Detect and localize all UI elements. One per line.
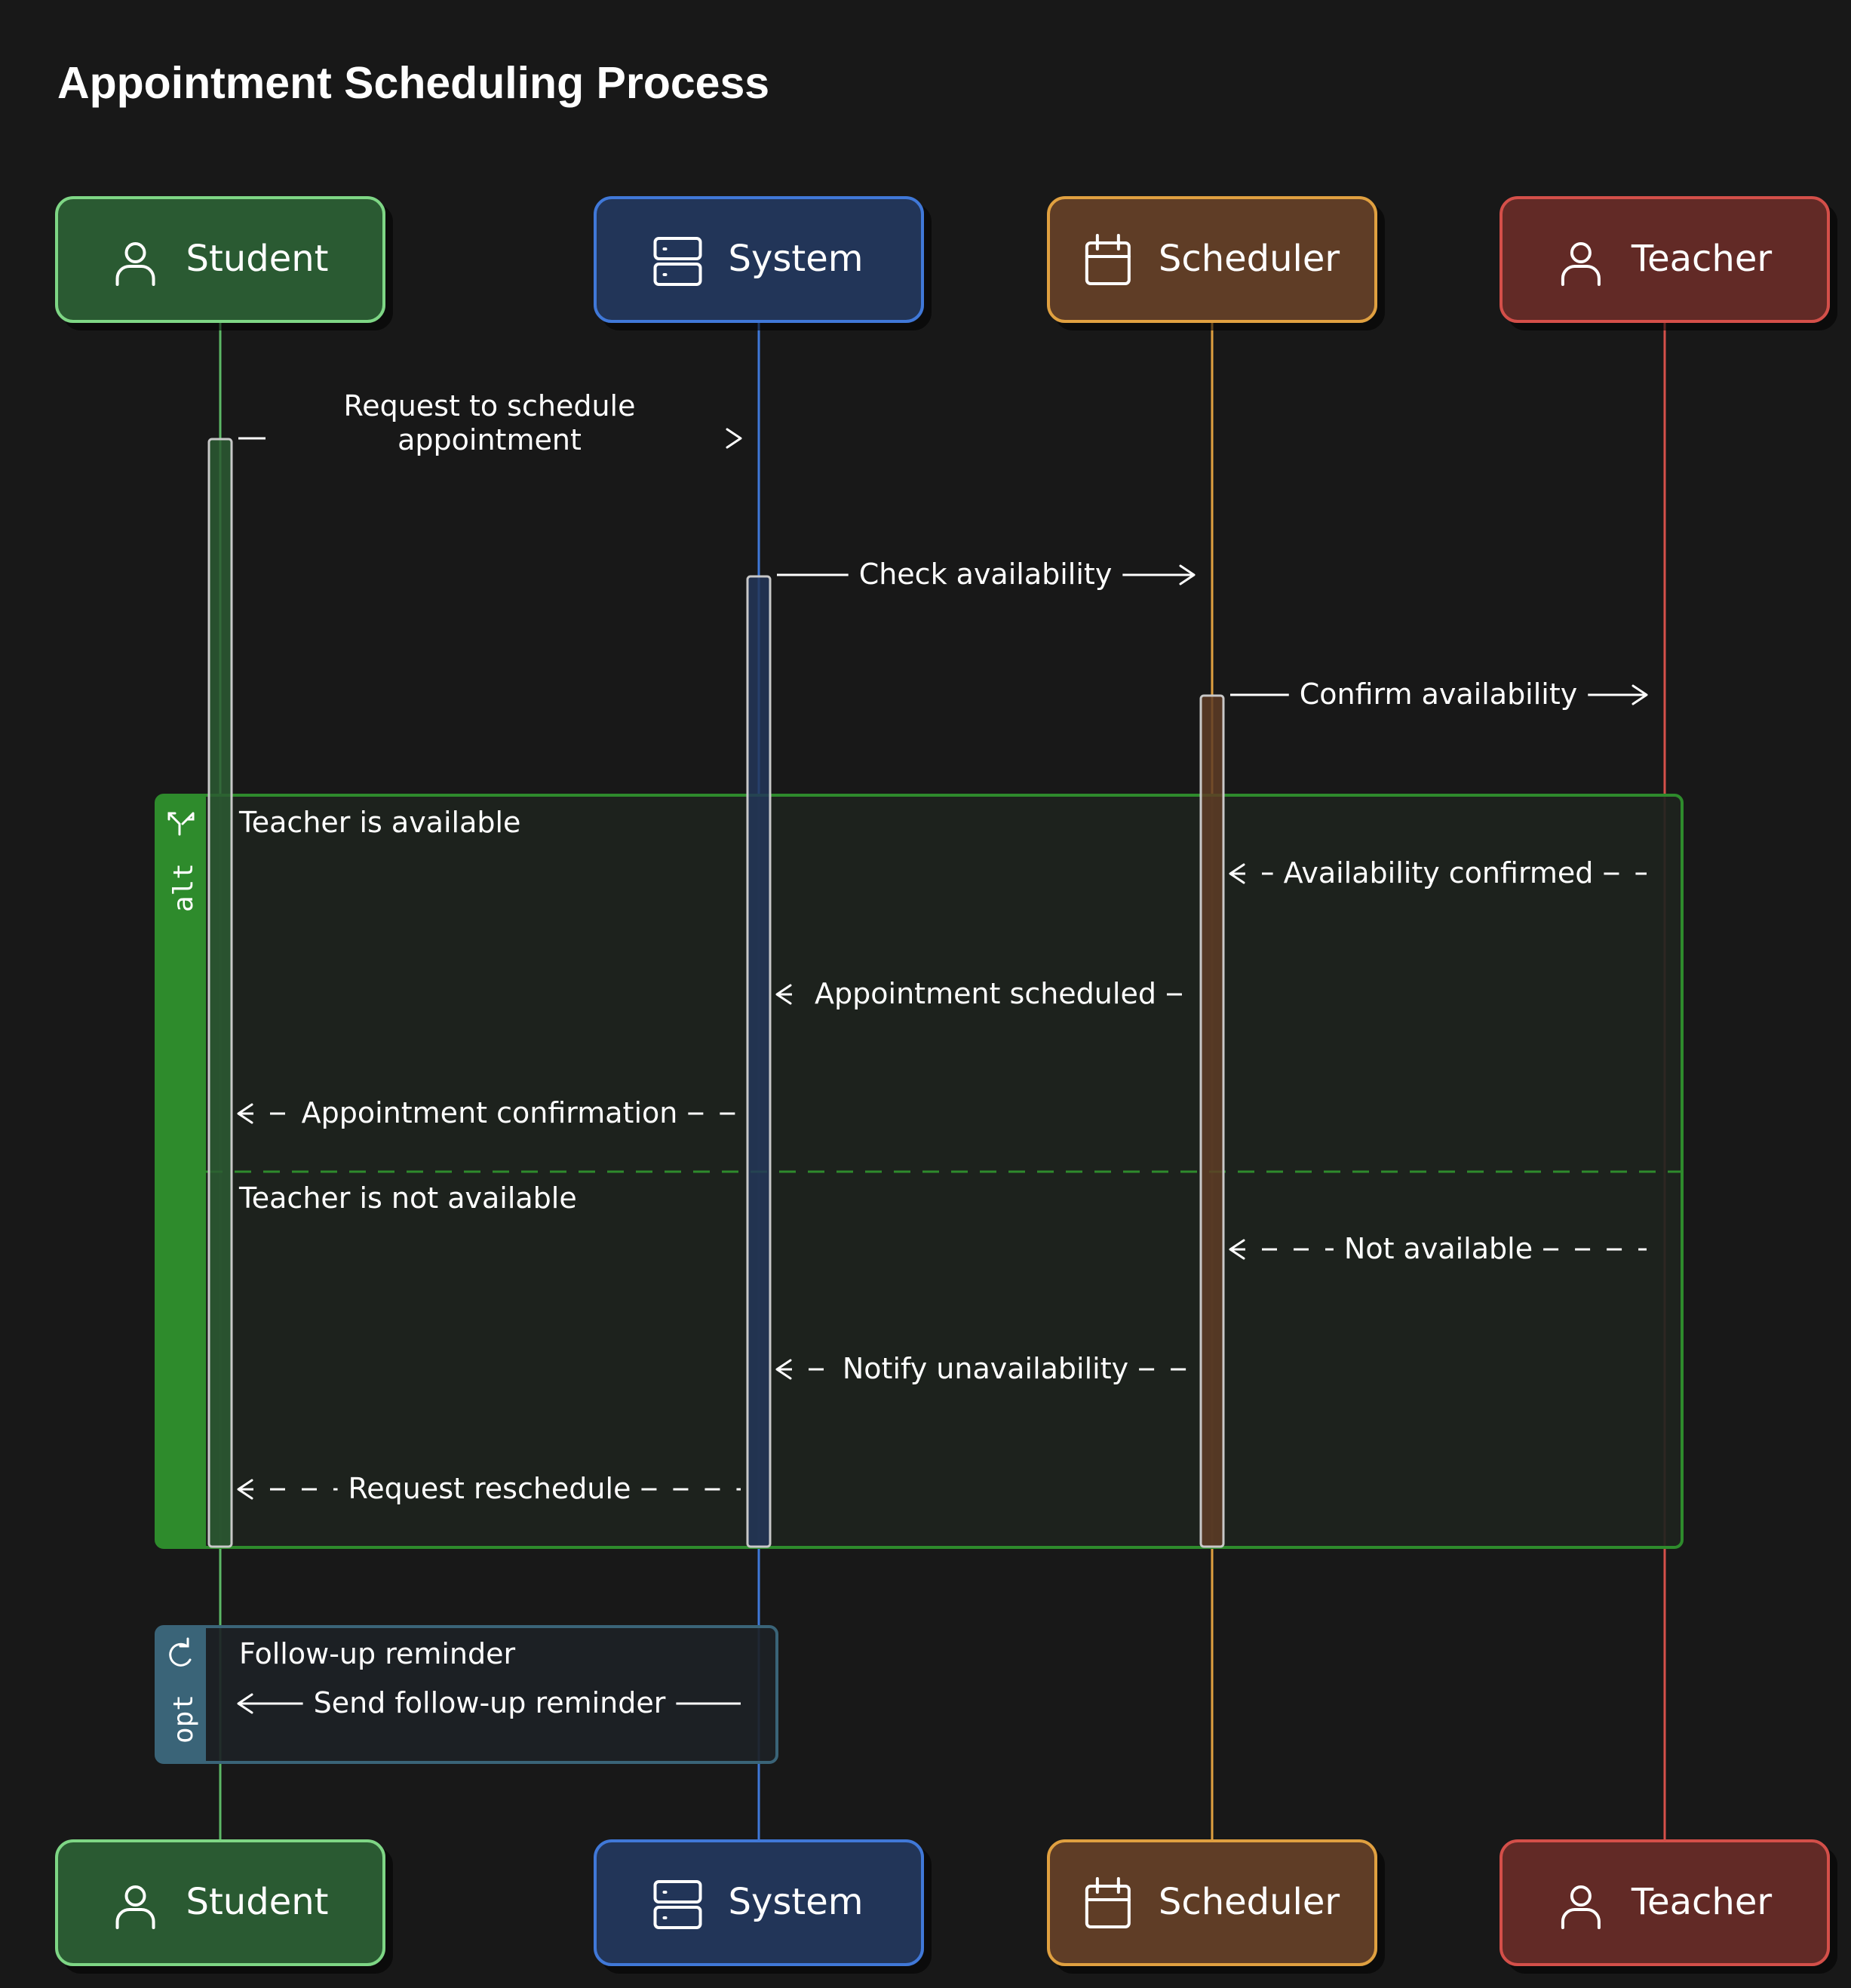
message-arrowhead <box>775 984 792 1005</box>
server-icon <box>653 1880 702 1929</box>
message-2: Confirm availability <box>1230 678 1648 711</box>
frame-opt: opt Follow-up reminder <box>155 1625 778 1764</box>
frame-alt-section-1-label: Teacher is not available <box>238 1181 577 1215</box>
participants-bottom: Student System Scheduler Teacher <box>55 1839 1830 1966</box>
participant-box <box>594 1839 924 1966</box>
participant-box <box>1047 196 1377 323</box>
message-label: Request to schedule <box>344 389 636 422</box>
activation-student <box>207 438 233 1548</box>
message-arrowhead <box>1179 564 1196 585</box>
message-arrowhead <box>726 428 742 449</box>
message-arrowhead <box>237 1693 253 1714</box>
participant-student-bottom: Student <box>55 1839 385 1966</box>
frame-opt-kind: opt <box>168 1695 199 1744</box>
user-icon <box>115 1885 155 1929</box>
participant-teacher-top: Teacher <box>1500 196 1830 323</box>
message-3: Availability confirmed <box>1229 856 1647 890</box>
participant-name: Student <box>186 1881 329 1923</box>
participant-system-bottom: System <box>594 1839 924 1966</box>
participant-system-top: System <box>594 196 924 323</box>
message-label: Availability confirmed <box>1284 856 1594 890</box>
server-icon <box>653 237 702 286</box>
participant-name: Teacher <box>1631 238 1772 280</box>
diagram-title: Appointment Scheduling Process <box>57 58 769 108</box>
branch-icon <box>167 812 195 836</box>
participant-name: System <box>729 238 864 280</box>
activation-system <box>746 575 772 1548</box>
activation-bars <box>207 438 1225 1548</box>
participant-scheduler-bottom: Scheduler <box>1047 1839 1377 1966</box>
message-label: Appointment confirmation <box>302 1096 678 1129</box>
message-label: Notify unavailability <box>843 1352 1128 1385</box>
refresh-icon <box>169 1637 192 1667</box>
participant-student-top: Student <box>55 196 385 323</box>
message-label: Not available <box>1344 1232 1533 1265</box>
participant-name: Scheduler <box>1159 1881 1340 1923</box>
message-arrowhead <box>237 1103 253 1124</box>
message-label: Request reschedule <box>348 1472 631 1505</box>
participant-box <box>1500 1839 1830 1966</box>
participant-box <box>594 196 924 323</box>
participant-name: Student <box>186 238 329 280</box>
participant-box <box>1500 196 1830 323</box>
message-label: Appointment scheduled <box>815 977 1156 1010</box>
user-icon <box>115 242 155 286</box>
message-1: Check availability <box>777 558 1196 591</box>
message-label: Check availability <box>859 558 1113 591</box>
participant-scheduler-top: Scheduler <box>1047 196 1377 323</box>
participant-box <box>55 196 385 323</box>
frame-alt-section-0-label: Teacher is available <box>238 806 520 839</box>
frame-alt-tab <box>156 795 206 1547</box>
message-4: Appointment scheduled <box>775 977 1194 1010</box>
participant-teacher-bottom: Teacher <box>1500 1839 1830 1966</box>
message-7: Notify unavailability <box>775 1352 1194 1385</box>
user-icon <box>1561 1885 1601 1929</box>
message-label: Send follow-up reminder <box>314 1686 666 1719</box>
message-8: Request reschedule <box>237 1472 741 1505</box>
participant-name: Teacher <box>1631 1881 1772 1923</box>
frame-opt-tab <box>156 1627 206 1762</box>
message-arrowhead <box>1229 863 1245 884</box>
message-label: Confirm availability <box>1300 678 1578 711</box>
participant-box <box>1047 1839 1377 1966</box>
calendar-icon <box>1085 1877 1131 1928</box>
frame-opt-section-0-label: Follow-up reminder <box>239 1637 516 1670</box>
message-arrowhead <box>1229 1239 1245 1260</box>
participant-box <box>55 1839 385 1966</box>
message-9: Send follow-up reminder <box>237 1686 741 1719</box>
message-arrowhead <box>1632 684 1648 705</box>
participant-name: System <box>729 1881 864 1923</box>
message-label: appointment <box>398 423 582 456</box>
message-arrowhead <box>237 1479 253 1500</box>
message-5: Appointment confirmation <box>237 1096 741 1129</box>
frame-alt-kind: alt <box>168 863 199 912</box>
participants-top: Student System Scheduler Teacher <box>55 196 1830 323</box>
user-icon <box>1561 242 1601 286</box>
calendar-icon <box>1085 234 1131 285</box>
activation-scheduler <box>1199 694 1225 1548</box>
message-arrowhead <box>775 1359 792 1380</box>
participant-name: Scheduler <box>1159 238 1340 280</box>
message-6: Not available <box>1229 1232 1647 1265</box>
